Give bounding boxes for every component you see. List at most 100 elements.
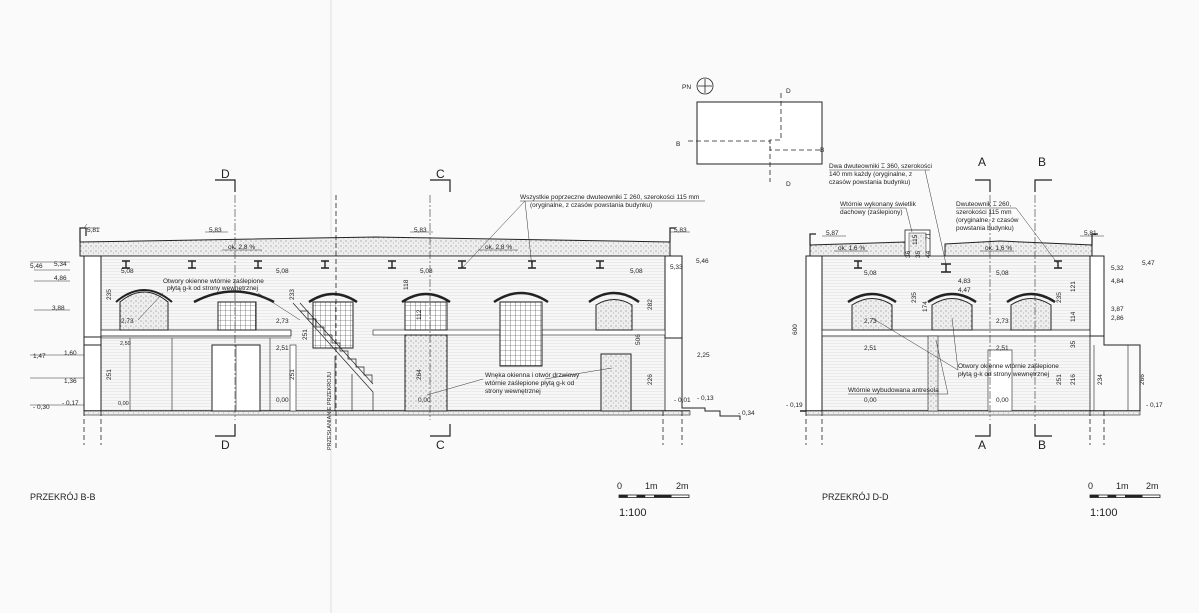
level-508b: 5,08	[276, 268, 289, 275]
cut-mark-d-bottom: D	[221, 438, 230, 452]
level-013: - 0,13	[697, 395, 714, 402]
stair	[292, 302, 374, 411]
note-windows-right-1: Otwory okienne wtórnie zaślepione	[958, 363, 1059, 370]
roof-beams	[122, 260, 604, 269]
level-273r-b: 2,73	[996, 318, 1009, 325]
cut-mark-c-top: C	[436, 167, 445, 181]
scale-right-ratio: 1:100	[1090, 507, 1118, 519]
window-glazed-3	[401, 292, 451, 331]
note-twin-beams-3: czasów powstania budynku)	[829, 179, 910, 186]
dim-600: 600	[792, 324, 799, 335]
level-250: 2,50	[120, 341, 131, 347]
level-534: 5,34	[54, 261, 67, 268]
note-beams-2: (oryginalne, z czasów powstania budynku)	[530, 202, 652, 209]
scale-bar-right: 0 1m 2m 1:100	[1088, 481, 1161, 519]
note-mezzanine: Wtórnie wybudowana antresola	[848, 387, 939, 394]
level-273a: 2,73	[121, 318, 134, 325]
note-skylight-1: Wtórnie wykonany świetlik	[840, 201, 917, 208]
note-beam-260-3: (oryginalne, z czasów	[956, 217, 1019, 224]
level-583b: 5,83	[414, 227, 427, 234]
dim-264: 264	[416, 369, 423, 380]
level-388: 3,88	[52, 305, 65, 312]
level-000b: 0,00	[418, 397, 431, 404]
cut-mark-a-bottom: A	[978, 438, 986, 452]
level-486: 4,86	[54, 275, 67, 282]
scale-left-ratio: 1:100	[619, 507, 647, 519]
window-bricked-right-3	[1006, 292, 1056, 331]
slope-left-2: ok. 2,8 %	[485, 244, 512, 251]
north-label: PN	[682, 84, 691, 91]
door-bricked-right	[600, 353, 632, 412]
plan-mark-d-bottom: D	[786, 181, 791, 188]
note-beam-260-1: Dwuteownik ⌶ 260,	[956, 201, 1011, 208]
dim-235r-b: 235	[1056, 292, 1063, 303]
slope-right-2: ok. 1,6 %	[985, 245, 1012, 252]
cut-mark-c-bottom: C	[436, 438, 445, 452]
window-glazed-4	[493, 291, 549, 367]
plan-mark-d-top: D	[786, 88, 791, 95]
scale-bar-left: 0 1m 2m 1:100	[617, 481, 690, 519]
plan-mark-b-left: B	[676, 141, 680, 148]
title-section-b-b: PRZEKRÓJ B-B	[30, 492, 96, 502]
dim-251r: 251	[1056, 374, 1063, 385]
mezzanine-right	[821, 329, 1091, 337]
window-bricked-right-1	[847, 292, 897, 331]
dim-266: 266	[1139, 374, 1146, 385]
level-587: 5,87	[826, 230, 839, 237]
level-546b: 5,46	[696, 258, 709, 265]
window-bricked-2	[588, 291, 640, 331]
cut-lines-right	[805, 179, 1105, 445]
window-bricked-right-2	[927, 292, 977, 331]
level-508c: 5,08	[420, 268, 433, 275]
level-017: - 0,17	[62, 400, 79, 407]
note-twin-beams-2: 140 mm każdy (oryginalne, z	[829, 171, 912, 178]
level-251r-b: 2,51	[996, 345, 1009, 352]
window-bricked-1	[115, 289, 173, 331]
dim-251c: 251	[302, 329, 309, 340]
level-581: 5,81	[87, 227, 100, 234]
dim-235r-a: 235	[911, 292, 918, 303]
scale-right-0: 0	[1088, 481, 1093, 491]
level-136: 1,36	[64, 378, 77, 385]
dim-71: 71	[925, 232, 932, 240]
cut-mark-a-top: A	[978, 155, 986, 169]
note-beam-260-4: powstania budynku)	[956, 225, 1014, 232]
level-251: 2,51	[276, 345, 289, 352]
level-000c: 0,00	[118, 401, 129, 407]
plan-mark-b-right: B	[820, 147, 824, 154]
note-niche-3: strony wewnętrznej	[485, 388, 541, 395]
level-273r-a: 2,73	[864, 318, 877, 325]
dim-233: 233	[289, 289, 296, 300]
dim-234: 234	[1097, 374, 1104, 385]
slope-right-1: ok. 1,6 %	[838, 245, 865, 252]
mezzanine-slab	[100, 329, 292, 337]
dim-114: 114	[1070, 311, 1077, 322]
level-483: 4,83	[958, 278, 971, 285]
scale-right-2m: 2m	[1146, 481, 1159, 491]
level-000a: 0,00	[276, 397, 289, 404]
level-484: 4,84	[1111, 278, 1124, 285]
dim-35b: 35	[915, 250, 922, 258]
level-447: 4,47	[958, 287, 971, 294]
level-508r-b: 5,08	[996, 270, 1009, 277]
dim-112: 112	[416, 309, 423, 320]
dim-216: 216	[1070, 374, 1077, 385]
door-bricked-center	[404, 334, 448, 412]
level-547: 5,47	[1142, 260, 1155, 267]
cut-mark-b-top: B	[1038, 155, 1046, 169]
level-583c: 5,83	[674, 227, 687, 234]
cut-mark-b-bottom: B	[1038, 438, 1046, 452]
pillar-right	[927, 335, 939, 412]
section-d-d	[800, 229, 1141, 416]
note-niche-1: Wnęka okienna i otwór drzwiowy	[485, 372, 580, 379]
level-533: 5,33	[670, 264, 683, 271]
level-532: 5,32	[1111, 265, 1124, 272]
cut-mark-d-top: D	[221, 167, 230, 181]
note-windows-1: Otwory okienne wtórnie zaślepione	[163, 278, 264, 285]
note-windows-right-2: płytą g-k od strony wewnętrznej	[958, 371, 1049, 378]
note-windows-2: płytą g-k od strony wewnętrznej	[167, 285, 258, 292]
level-508a: 5,08	[121, 268, 134, 275]
roof-slab	[79, 236, 671, 257]
dim-506: 506	[635, 334, 642, 345]
dim-121: 121	[1070, 281, 1077, 292]
